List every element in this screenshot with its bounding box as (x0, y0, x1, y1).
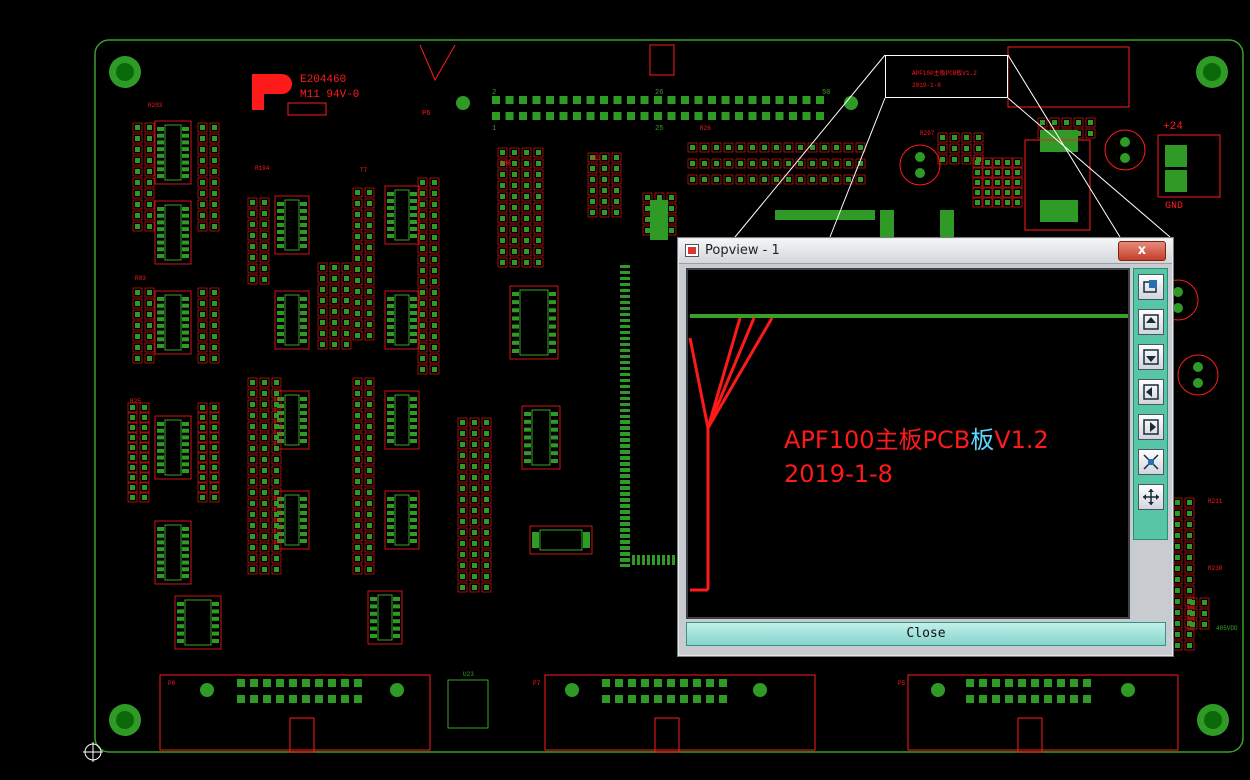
svg-text:25: 25 (655, 125, 663, 133)
svg-text:+24: +24 (1163, 121, 1183, 133)
pan-left-icon (1143, 384, 1159, 400)
pcb-date-text: 2019-1-8 (784, 460, 893, 488)
svg-text:P6: P6 (422, 110, 430, 118)
svg-text:R86: R86 (500, 160, 511, 167)
pcb-logo (252, 74, 327, 116)
pan-down-icon (1143, 349, 1159, 365)
zoom-out-button[interactable] (1138, 484, 1164, 510)
top-header (492, 96, 824, 120)
pcb-title-text: APF100主板PCB板V1.2 (784, 426, 1049, 454)
svg-text:P7: P7 (533, 680, 541, 687)
zoom-in-button[interactable] (1138, 449, 1164, 475)
svg-text:R25: R25 (130, 398, 141, 405)
svg-text:2: 2 (492, 89, 496, 97)
svg-text:50: 50 (822, 89, 830, 97)
origin-marker-icon (83, 742, 103, 762)
zoom-region-box: APF100主板PCB板V1.2 2019-1-8 (885, 55, 1008, 98)
svg-text:APF100主板PCB板V1.2: APF100主板PCB板V1.2 (912, 69, 977, 77)
svg-text:R211: R211 (1208, 498, 1223, 505)
svg-text:R83: R83 (135, 275, 146, 282)
svg-text:R26: R26 (700, 125, 711, 132)
pan-right-icon (1143, 419, 1159, 435)
svg-text:P5: P5 (898, 680, 906, 687)
svg-text:1: 1 (492, 125, 496, 133)
popview-close-button[interactable]: Close (686, 622, 1166, 646)
svg-text:R297: R297 (920, 130, 935, 137)
svg-text:T7: T7 (360, 167, 368, 174)
svg-text:26: 26 (655, 89, 663, 97)
popview-title: Popview - 1 (705, 243, 780, 258)
svg-text:R194: R194 (255, 165, 270, 172)
pan-left-button[interactable] (1138, 379, 1164, 405)
svg-text:R230: R230 (1208, 565, 1223, 572)
window-app-icon (685, 244, 699, 257)
ul-mark: E204460 (300, 74, 346, 86)
svg-text:2019-1-8: 2019-1-8 (912, 82, 941, 89)
svg-text:P8: P8 (168, 680, 176, 687)
svg-text:485VDD: 485VDD (1216, 625, 1238, 632)
bottom-connectors (159, 674, 1179, 753)
zoom-fit-icon (1143, 280, 1157, 293)
material-mark: M11 94V-0 (300, 89, 359, 101)
pan-up-button[interactable] (1138, 309, 1164, 335)
silkscreen-trace (688, 317, 774, 592)
window-close-button[interactable]: x (1118, 241, 1166, 261)
zoom-in-icon (1143, 454, 1159, 470)
svg-text:GND: GND (1165, 201, 1183, 212)
svg-text:U23: U23 (463, 671, 474, 678)
bottom-header-pins (237, 679, 1091, 703)
zoom-fit-button[interactable] (1138, 274, 1164, 300)
popview-window[interactable]: Popview - 1 x APF100主板PCB板V1.2 2019-1-8 (677, 237, 1174, 657)
svg-text:R203: R203 (148, 102, 163, 109)
popview-toolbar (1133, 268, 1168, 540)
zoom-out-icon (1143, 489, 1159, 505)
pan-up-icon (1143, 314, 1159, 330)
popview-canvas[interactable]: APF100主板PCB板V1.2 2019-1-8 (686, 268, 1130, 619)
mounting-holes (109, 56, 1229, 736)
popview-titlebar[interactable]: Popview - 1 x (679, 239, 1172, 264)
pan-down-button[interactable] (1138, 344, 1164, 370)
svg-text:J13: J13 (590, 155, 601, 162)
zoom-indicator-lines (734, 54, 1171, 238)
pan-right-button[interactable] (1138, 414, 1164, 440)
